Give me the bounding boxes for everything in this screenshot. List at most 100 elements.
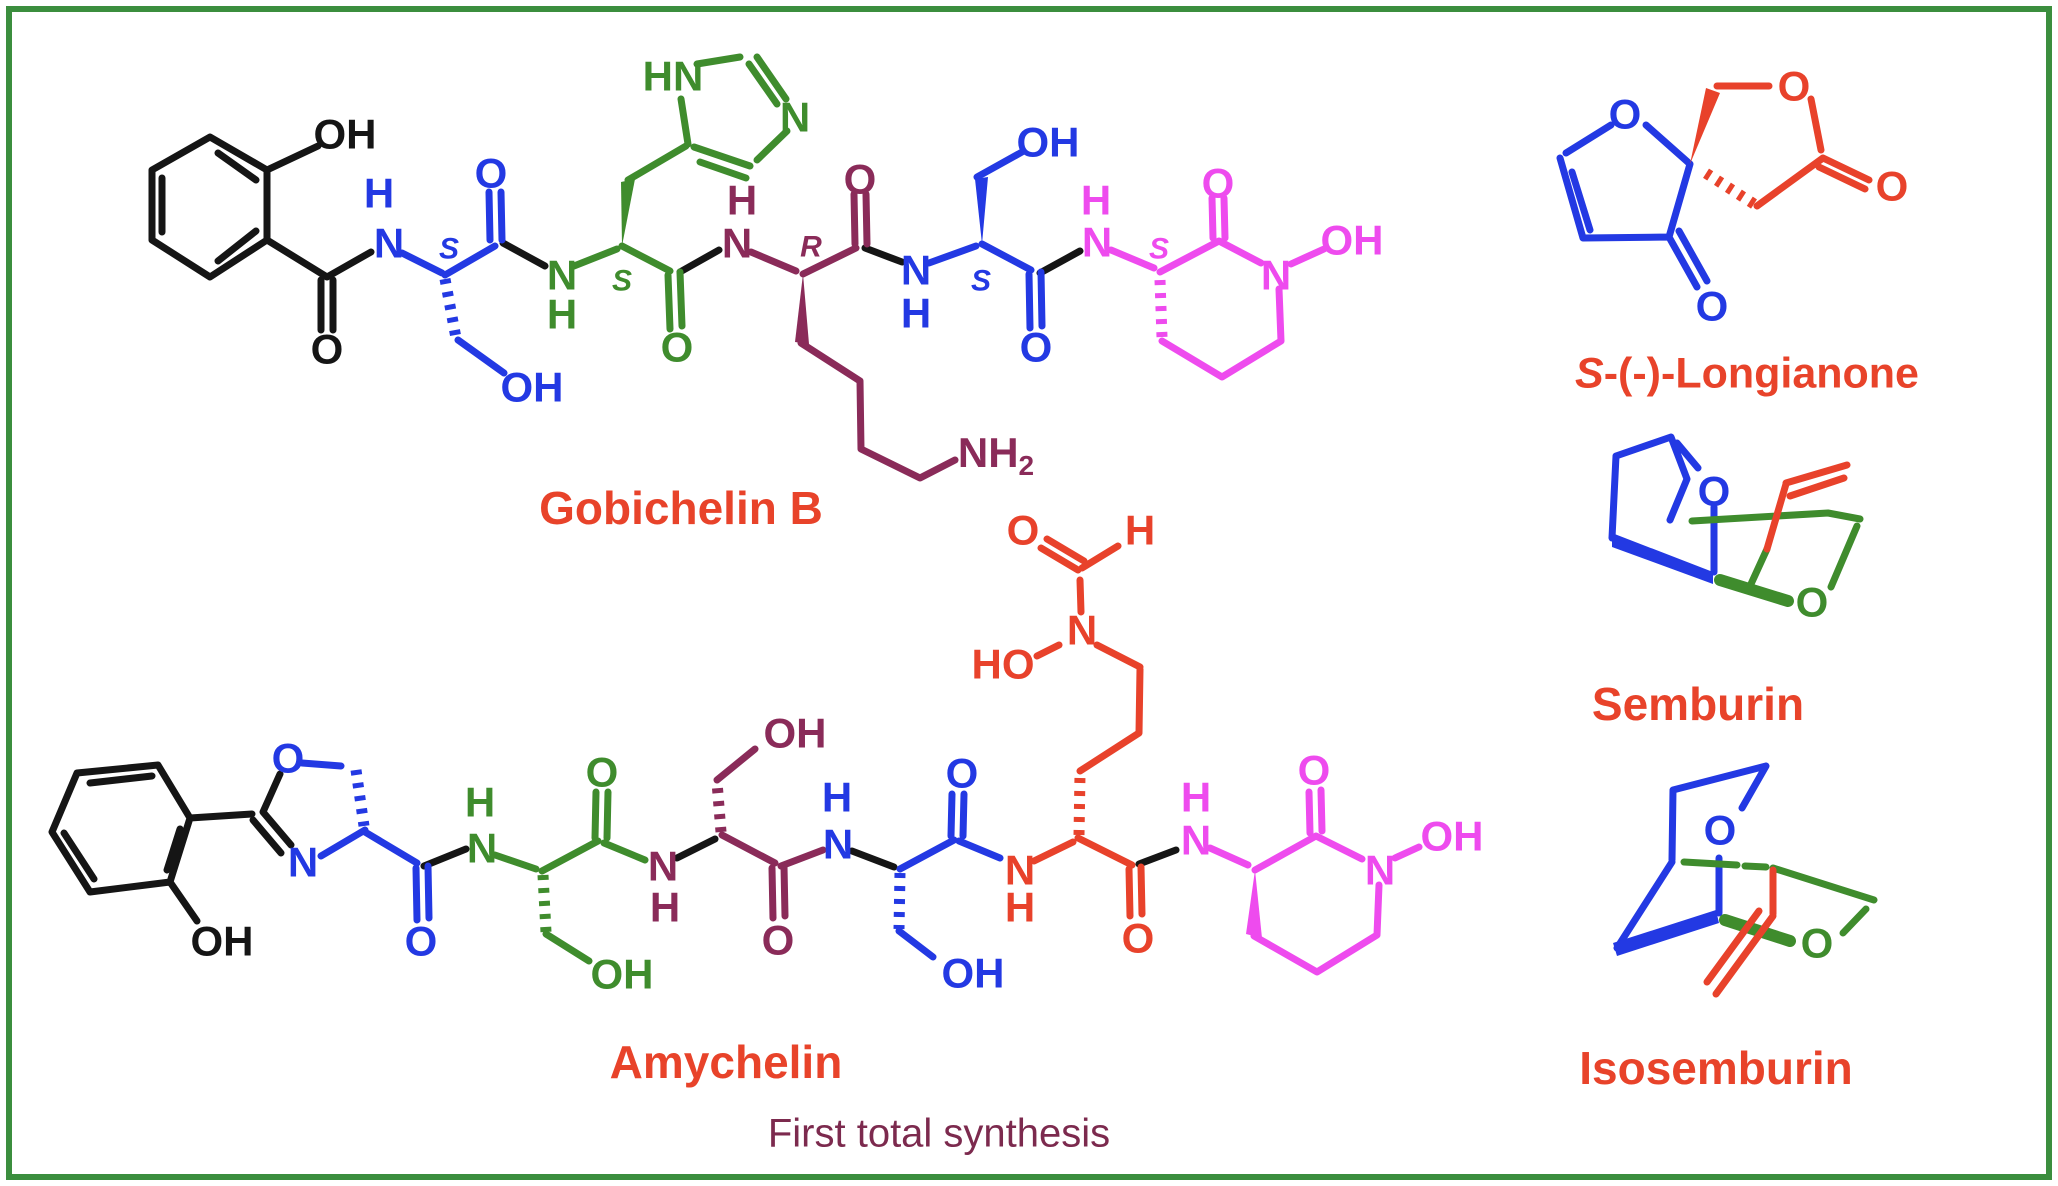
atom-label: O: [661, 324, 694, 371]
atom-label: O: [762, 917, 795, 964]
atom-label: O: [1796, 579, 1829, 626]
caption-first-total-synthesis: First total synthesis: [767, 1111, 1111, 1156]
atom-label: O: [1876, 163, 1909, 210]
amychelin-maroon-hash: [711, 781, 727, 833]
isosemburin-label: Isosemburin: [1579, 1042, 1853, 1094]
isosemburin-green-bonds: [1680, 858, 1878, 937]
atom-label: H: [1081, 177, 1111, 224]
phenol-oxazoline-black-bonds: [48, 761, 1180, 925]
atom-label: N: [901, 247, 931, 294]
atom-label: O: [946, 750, 979, 797]
atom-label: H: [1005, 884, 1035, 931]
amychelin-green-bonds: [491, 788, 649, 965]
amychelin-blue-hash: [350, 769, 906, 930]
gobichelin-b-structure: OH O H N S OH O N H S HN N O H N R O NH2…: [148, 53, 1384, 482]
amychelin-magenta-wedge: [1246, 870, 1262, 938]
histidine-bonds: [570, 53, 791, 333]
atom-label: N: [1181, 817, 1211, 864]
semburin-green-bonds: [1688, 509, 1864, 591]
amychelin-structure: OH O N O H N O OH N H OH O H N OH O N H …: [48, 507, 1484, 998]
atom-label: O: [1696, 283, 1729, 330]
amychelin-red-bonds: [1030, 535, 1146, 920]
atom-label: H: [822, 774, 852, 821]
atom-label: N: [722, 220, 752, 267]
atom-label: OH: [1017, 119, 1080, 166]
longianone-red-hash: [1698, 165, 1757, 209]
atom-label: H: [364, 170, 394, 217]
atom-label: N: [1067, 607, 1097, 654]
atom-label: H: [901, 290, 931, 337]
atom-label: OH: [314, 111, 377, 158]
piperidinone-hash-wedge: [1154, 279, 1168, 338]
atom-label: O: [311, 326, 344, 373]
piperidinone-bonds: [1107, 194, 1328, 381]
atom-label: N: [780, 94, 810, 141]
longianone-label-rest: -(-)-Longianone: [1603, 349, 1919, 398]
longianone-label: S-(-)-Longianone: [1575, 350, 1919, 399]
atom-label: N: [288, 839, 318, 886]
amychelin-blue-bonds: [298, 759, 1004, 961]
stereo-label: S: [971, 265, 991, 298]
atom-label: O: [1609, 91, 1642, 138]
atom-label: OH: [1421, 813, 1484, 860]
longianone-structure: O O O O: [1556, 63, 1909, 330]
atom-label: OH: [942, 950, 1005, 997]
atom-label-sub2: 2: [1019, 450, 1035, 481]
histidine-wedge: [621, 179, 635, 246]
atom-label: HN: [643, 53, 704, 100]
longianone-blue-bonds: [1556, 121, 1711, 291]
atom-label: O: [1020, 324, 1053, 371]
atom-label: H: [1181, 774, 1211, 821]
longianone-label-s: S: [1575, 349, 1604, 398]
semburin-green-bold-bond: [1714, 574, 1794, 607]
longianone-red-bonds: [1713, 82, 1873, 210]
atom-label: N: [374, 220, 404, 267]
semburin-blue-bonds: [1608, 433, 1718, 576]
stereo-label: S: [1149, 233, 1169, 266]
atom-label: N: [648, 843, 678, 890]
amychelin-magenta-bonds: [1206, 786, 1423, 976]
atom-label: H: [547, 291, 577, 338]
atom-label: O: [1202, 160, 1235, 207]
atom-label: O: [1698, 468, 1731, 515]
atom-label: NH2: [958, 429, 1034, 481]
atom-label: O: [1007, 507, 1040, 554]
atom-label: O: [1801, 920, 1834, 967]
amychelin-maroon-bonds: [713, 745, 827, 922]
isosemburin-blue-bonds: [1613, 762, 1770, 952]
salicylate-bonds: [148, 133, 1084, 334]
isosemburin-blue-wedge: [1613, 910, 1719, 956]
lysine-wedge: [795, 274, 809, 344]
atom-label-nh: NH: [958, 429, 1019, 476]
atom-label: N: [1365, 847, 1395, 894]
isosemburin-structure: O O: [1613, 762, 1878, 998]
atom-label: OH: [591, 951, 654, 998]
atom-label: H: [650, 884, 680, 931]
semburin-label: Semburin: [1591, 678, 1805, 730]
atom-label: H: [1125, 507, 1155, 554]
amychelin-label: Amychelin: [609, 1036, 843, 1088]
atom-label: O: [272, 735, 305, 782]
atom-label: N: [467, 825, 497, 872]
isosemburin-green-bold-bond: [1719, 914, 1796, 947]
longianone-red-wedge: [1690, 88, 1720, 164]
stereo-label: R: [800, 231, 822, 264]
atom-label: N: [823, 821, 853, 868]
stereo-label: S: [612, 265, 632, 298]
atom-label: OH: [1321, 217, 1384, 264]
atom-label: H: [727, 177, 757, 224]
atom-label: O: [1298, 747, 1331, 794]
serine-bonds-blue: [398, 148, 1046, 377]
atom-label: OH: [764, 710, 827, 757]
stereo-label: S: [439, 233, 459, 266]
semburin-blue-wedge: [1612, 533, 1713, 584]
atom-label: O: [1122, 915, 1155, 962]
amychelin-green-hash: [537, 874, 552, 933]
atom-label: O: [1704, 807, 1737, 854]
atom-label: OH: [191, 918, 254, 965]
semburin-structure: O O: [1608, 433, 1864, 626]
atom-label: O: [405, 918, 438, 965]
atom-label: N: [1261, 252, 1291, 299]
